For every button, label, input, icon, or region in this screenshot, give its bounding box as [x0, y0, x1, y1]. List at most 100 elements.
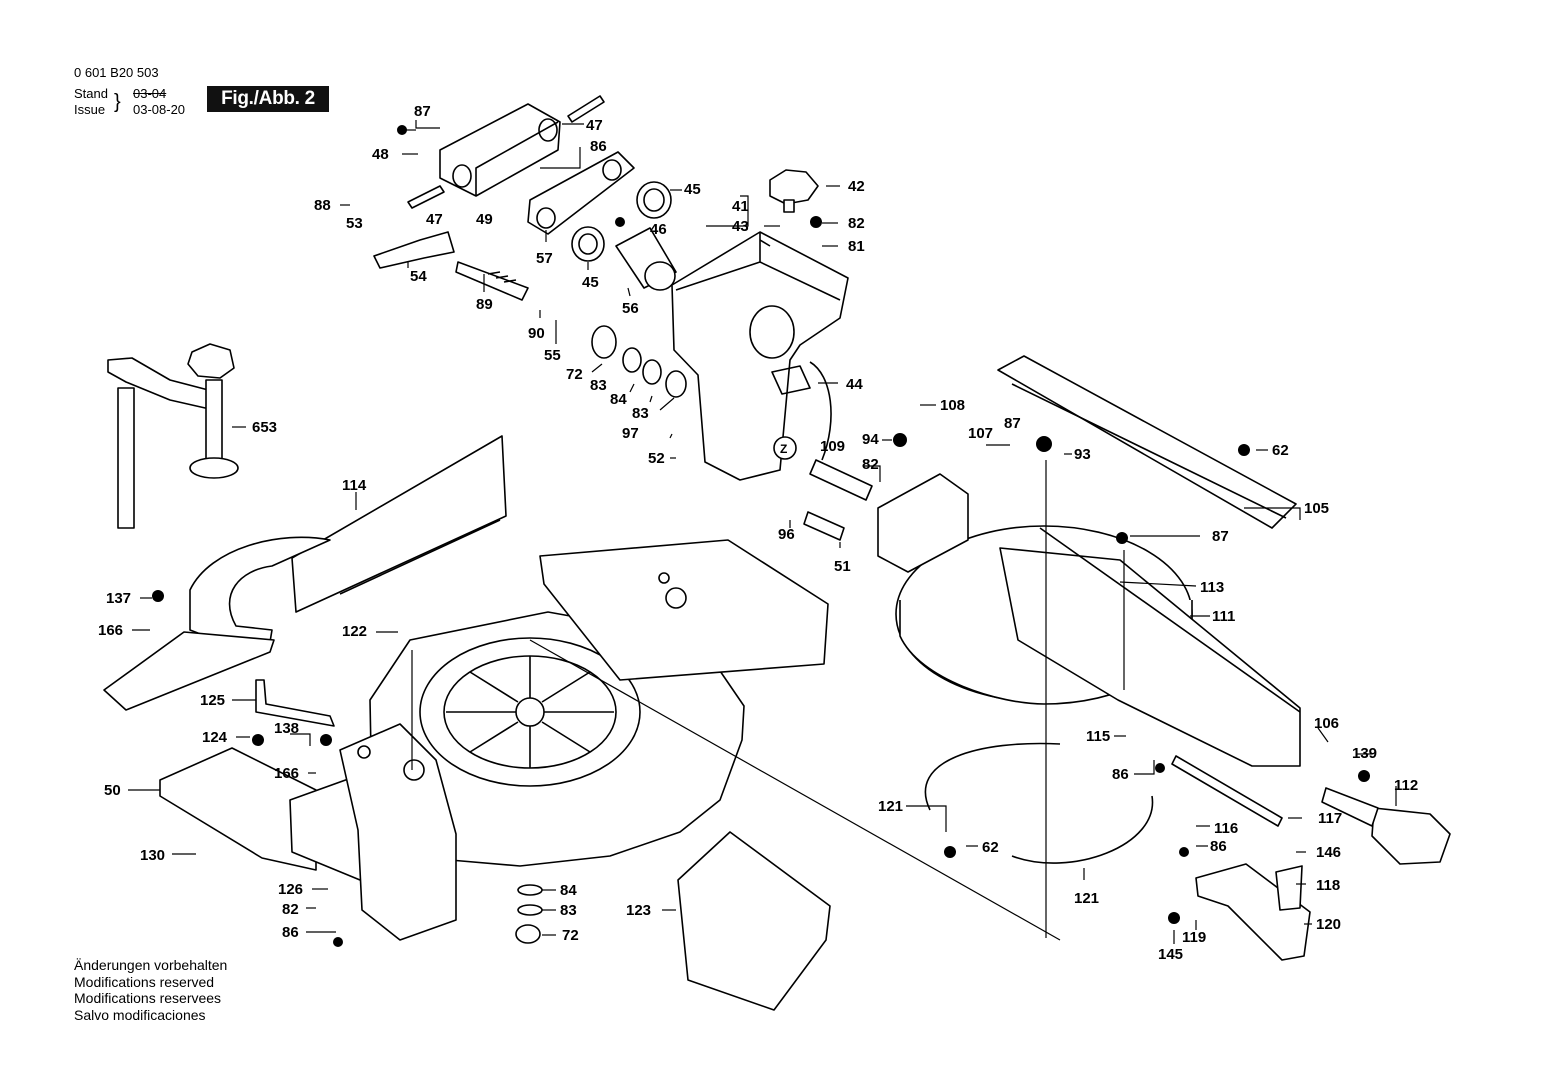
issue-label: Issue: [74, 102, 106, 117]
callout-115: 115: [1086, 728, 1110, 745]
figure-badge: Fig./Abb. 2: [207, 86, 329, 112]
callout-108: 108: [940, 397, 965, 414]
callout-653: 653: [252, 419, 277, 436]
pivot-pin: [809, 459, 873, 501]
callout-86-b: 86: [1112, 766, 1129, 783]
callout-138: 138: [274, 720, 299, 737]
callout-62-b: 62: [982, 839, 999, 856]
stand-label: Stand: [74, 86, 108, 101]
stand-value: 03-04: [133, 86, 167, 101]
callout-107: 107: [968, 425, 993, 442]
callout-117: 117: [1318, 810, 1342, 827]
callout-122: 122: [342, 623, 367, 640]
callout-97: 97: [622, 425, 639, 442]
callout-166-a: 166: [98, 622, 123, 639]
callout-56: 56: [622, 300, 639, 317]
lever-right: [1195, 863, 1311, 961]
callout-118: 118: [1316, 877, 1340, 894]
callout-109: 109: [820, 438, 845, 455]
callout-121-a: 121: [878, 798, 903, 815]
callout-41: 41: [732, 198, 749, 215]
callout-130: 130: [140, 847, 165, 864]
footer-line-es: Salvo modificaciones: [74, 1006, 206, 1023]
callout-43: 43: [732, 218, 749, 235]
callout-83-c: 83: [560, 902, 577, 919]
callout-53: 53: [346, 215, 363, 232]
washer-84: [517, 884, 543, 896]
modifications-note: Änderungen vorbehalten Modifications res…: [74, 957, 227, 1023]
brace-glyph: }: [114, 91, 121, 113]
knob-right: [1321, 787, 1451, 865]
rod: [1171, 755, 1283, 827]
callout-111: 111: [1212, 608, 1235, 625]
callout-93: 93: [1074, 446, 1091, 463]
callout-146: 146: [1316, 844, 1341, 861]
callout-83-b: 83: [632, 405, 649, 422]
callout-84: 84: [610, 391, 627, 408]
lock-block: [877, 473, 969, 573]
callout-106: 106: [1314, 715, 1339, 732]
callout-54: 54: [410, 268, 427, 285]
callout-90: 90: [528, 325, 545, 342]
lever-handle: [373, 231, 455, 269]
callout-123: 123: [626, 902, 651, 919]
callout-51: 51: [834, 558, 851, 575]
callout-62-a: 62: [1272, 442, 1289, 459]
callout-139: 139: [1352, 745, 1377, 762]
callout-145: 145: [1158, 946, 1183, 963]
pin-lower: [407, 185, 445, 209]
retaining-ring-right: [1011, 795, 1154, 864]
callout-137: 137: [106, 590, 131, 607]
callout-116: 116: [1214, 820, 1238, 837]
callout-52: 52: [648, 450, 665, 467]
callout-114: 114: [342, 477, 367, 494]
callout-87-b: 87: [1004, 415, 1021, 432]
callout-46: 46: [650, 221, 667, 238]
callout-124: 124: [202, 729, 228, 746]
miter-extension: [159, 723, 457, 941]
spring: [1275, 865, 1303, 911]
nut-72: [515, 924, 541, 944]
arm-housing: Z: [671, 231, 849, 481]
callout-45-b: 45: [582, 274, 599, 291]
base-extension-left: [103, 536, 331, 711]
callout-125: 125: [200, 692, 225, 709]
hex-key: [255, 679, 335, 727]
footer-line-en: Modifications reserved: [74, 973, 215, 990]
callout-47-a: 47: [586, 117, 603, 134]
callout-48: 48: [372, 146, 389, 163]
callout-82-c: 82: [282, 901, 299, 918]
callout-105: 105: [1304, 500, 1329, 517]
fence-left: [291, 435, 507, 613]
callout-82-a: 82: [848, 215, 865, 232]
washer-83: [517, 904, 543, 916]
callout-72-a: 72: [566, 366, 583, 383]
callout-96: 96: [778, 526, 795, 543]
callout-47-b: 47: [426, 211, 443, 228]
callout-86-d: 86: [282, 924, 299, 941]
issue-value: 03-08-20: [133, 102, 186, 117]
callout-121-b: 121: [1074, 890, 1099, 907]
callout-44: 44: [846, 376, 863, 393]
guide-block: [439, 103, 561, 197]
callout-72-b: 72: [562, 927, 579, 944]
callout-83-a: 83: [590, 377, 607, 394]
callout-89: 89: [476, 296, 493, 313]
sleeve-51: [803, 511, 845, 541]
callout-45-a: 45: [684, 181, 701, 198]
plate: [527, 151, 635, 235]
footer-line-fr: Modifications reservees: [74, 990, 222, 1006]
knob-top: [769, 169, 819, 213]
leader-lines: [128, 120, 1397, 944]
callout-55: 55: [544, 347, 561, 364]
callout-94: 94: [862, 431, 879, 448]
support-bracket: [677, 831, 831, 1011]
hold-down-clamp: [107, 343, 239, 529]
callout-86-a: 86: [590, 138, 607, 155]
spindle: [455, 261, 529, 301]
callout-84-b: 84: [560, 882, 577, 899]
callout-82-b: 82: [862, 456, 879, 473]
bushing-72-upper: [591, 325, 617, 359]
callout-86-c: 86: [1210, 838, 1227, 855]
